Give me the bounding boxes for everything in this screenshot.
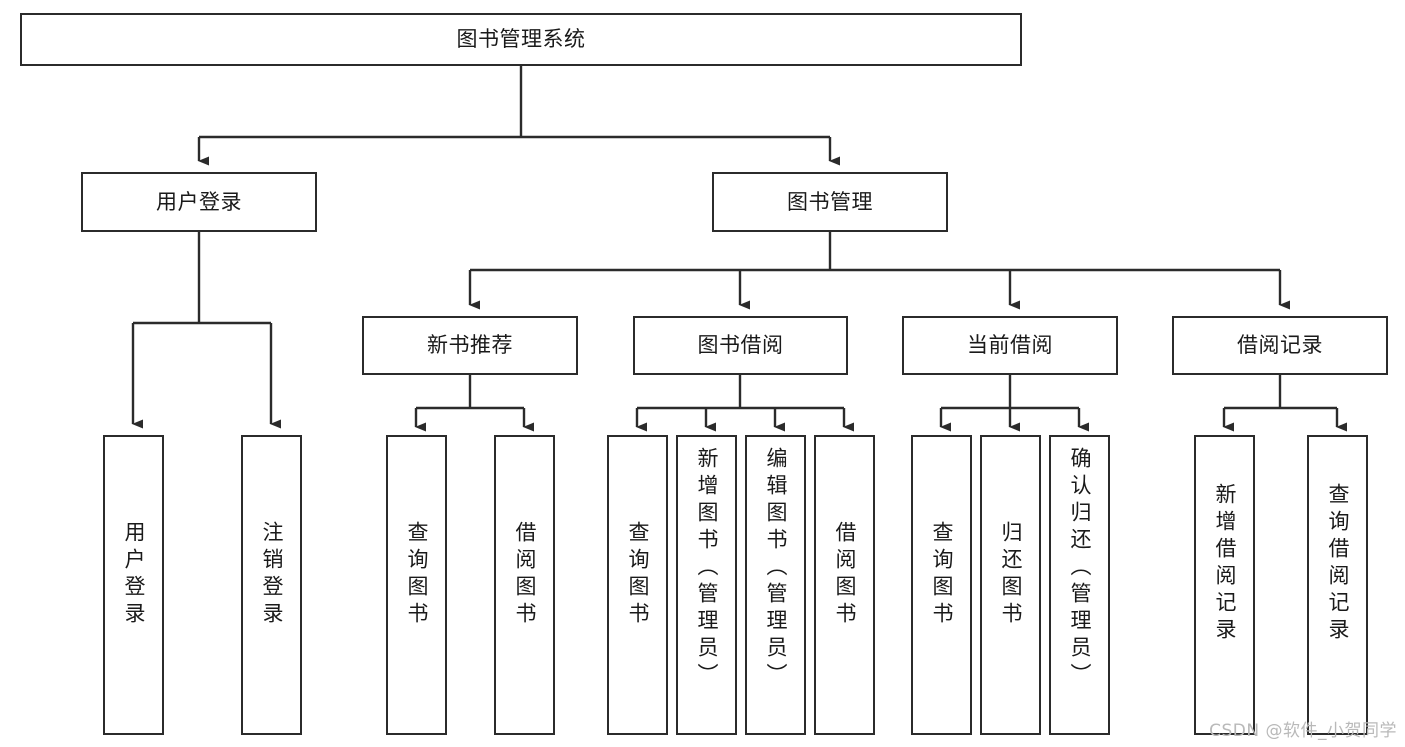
node-label: 新增借阅记录 (1213, 483, 1237, 645)
node-root-system[interactable]: 图书管理系统 (20, 13, 1022, 66)
node-label: 图书管理系统 (456, 27, 586, 52)
leaf-return-book[interactable]: 归还图书 (980, 435, 1041, 735)
node-borrow-record[interactable]: 借阅记录 (1172, 316, 1388, 375)
node-label: 查询图书 (930, 521, 954, 629)
node-label: 当前借阅 (967, 333, 1053, 358)
leaf-logout[interactable]: 注销登录 (241, 435, 302, 735)
node-label: 确认归还（管理员） (1068, 447, 1092, 690)
node-label: 图书管理 (787, 189, 873, 214)
node-label: 用户登录 (156, 189, 242, 214)
leaf-confirm-return-admin[interactable]: 确认归还（管理员） (1049, 435, 1110, 735)
node-label: 查询图书 (626, 521, 650, 629)
node-book-management[interactable]: 图书管理 (712, 172, 948, 232)
leaf-query-book-current[interactable]: 查询图书 (911, 435, 972, 735)
node-label: 查询借阅记录 (1326, 483, 1350, 645)
node-user-login[interactable]: 用户登录 (81, 172, 317, 232)
leaf-query-borrow-record[interactable]: 查询借阅记录 (1307, 435, 1368, 735)
leaf-user-login[interactable]: 用户登录 (103, 435, 164, 735)
node-label: 归还图书 (999, 521, 1023, 629)
leaf-query-book-borrow[interactable]: 查询图书 (607, 435, 668, 735)
node-label: 用户登录 (122, 521, 146, 629)
node-label: 借阅图书 (833, 521, 857, 629)
leaf-edit-book-admin[interactable]: 编辑图书（管理员） (745, 435, 806, 735)
leaf-borrow-book[interactable]: 借阅图书 (814, 435, 875, 735)
node-label: 图书借阅 (697, 333, 784, 358)
leaf-add-book-admin[interactable]: 新增图书（管理员） (676, 435, 737, 735)
leaf-add-borrow-record[interactable]: 新增借阅记录 (1194, 435, 1255, 735)
node-label: 借阅记录 (1237, 333, 1323, 358)
leaf-query-book-recommend[interactable]: 查询图书 (386, 435, 447, 735)
watermark-text: CSDN @软件_小贺同学 (1209, 721, 1397, 741)
node-new-book-recommend[interactable]: 新书推荐 (362, 316, 578, 375)
node-label: 编辑图书（管理员） (764, 447, 788, 690)
node-label: 借阅图书 (513, 521, 537, 629)
leaf-borrow-book-recommend[interactable]: 借阅图书 (494, 435, 555, 735)
node-label: 新书推荐 (427, 333, 513, 358)
node-current-borrow[interactable]: 当前借阅 (902, 316, 1118, 375)
node-label: 新增图书（管理员） (695, 447, 719, 690)
node-label: 查询图书 (405, 521, 429, 629)
node-book-borrow[interactable]: 图书借阅 (633, 316, 848, 375)
node-label: 注销登录 (260, 521, 284, 629)
